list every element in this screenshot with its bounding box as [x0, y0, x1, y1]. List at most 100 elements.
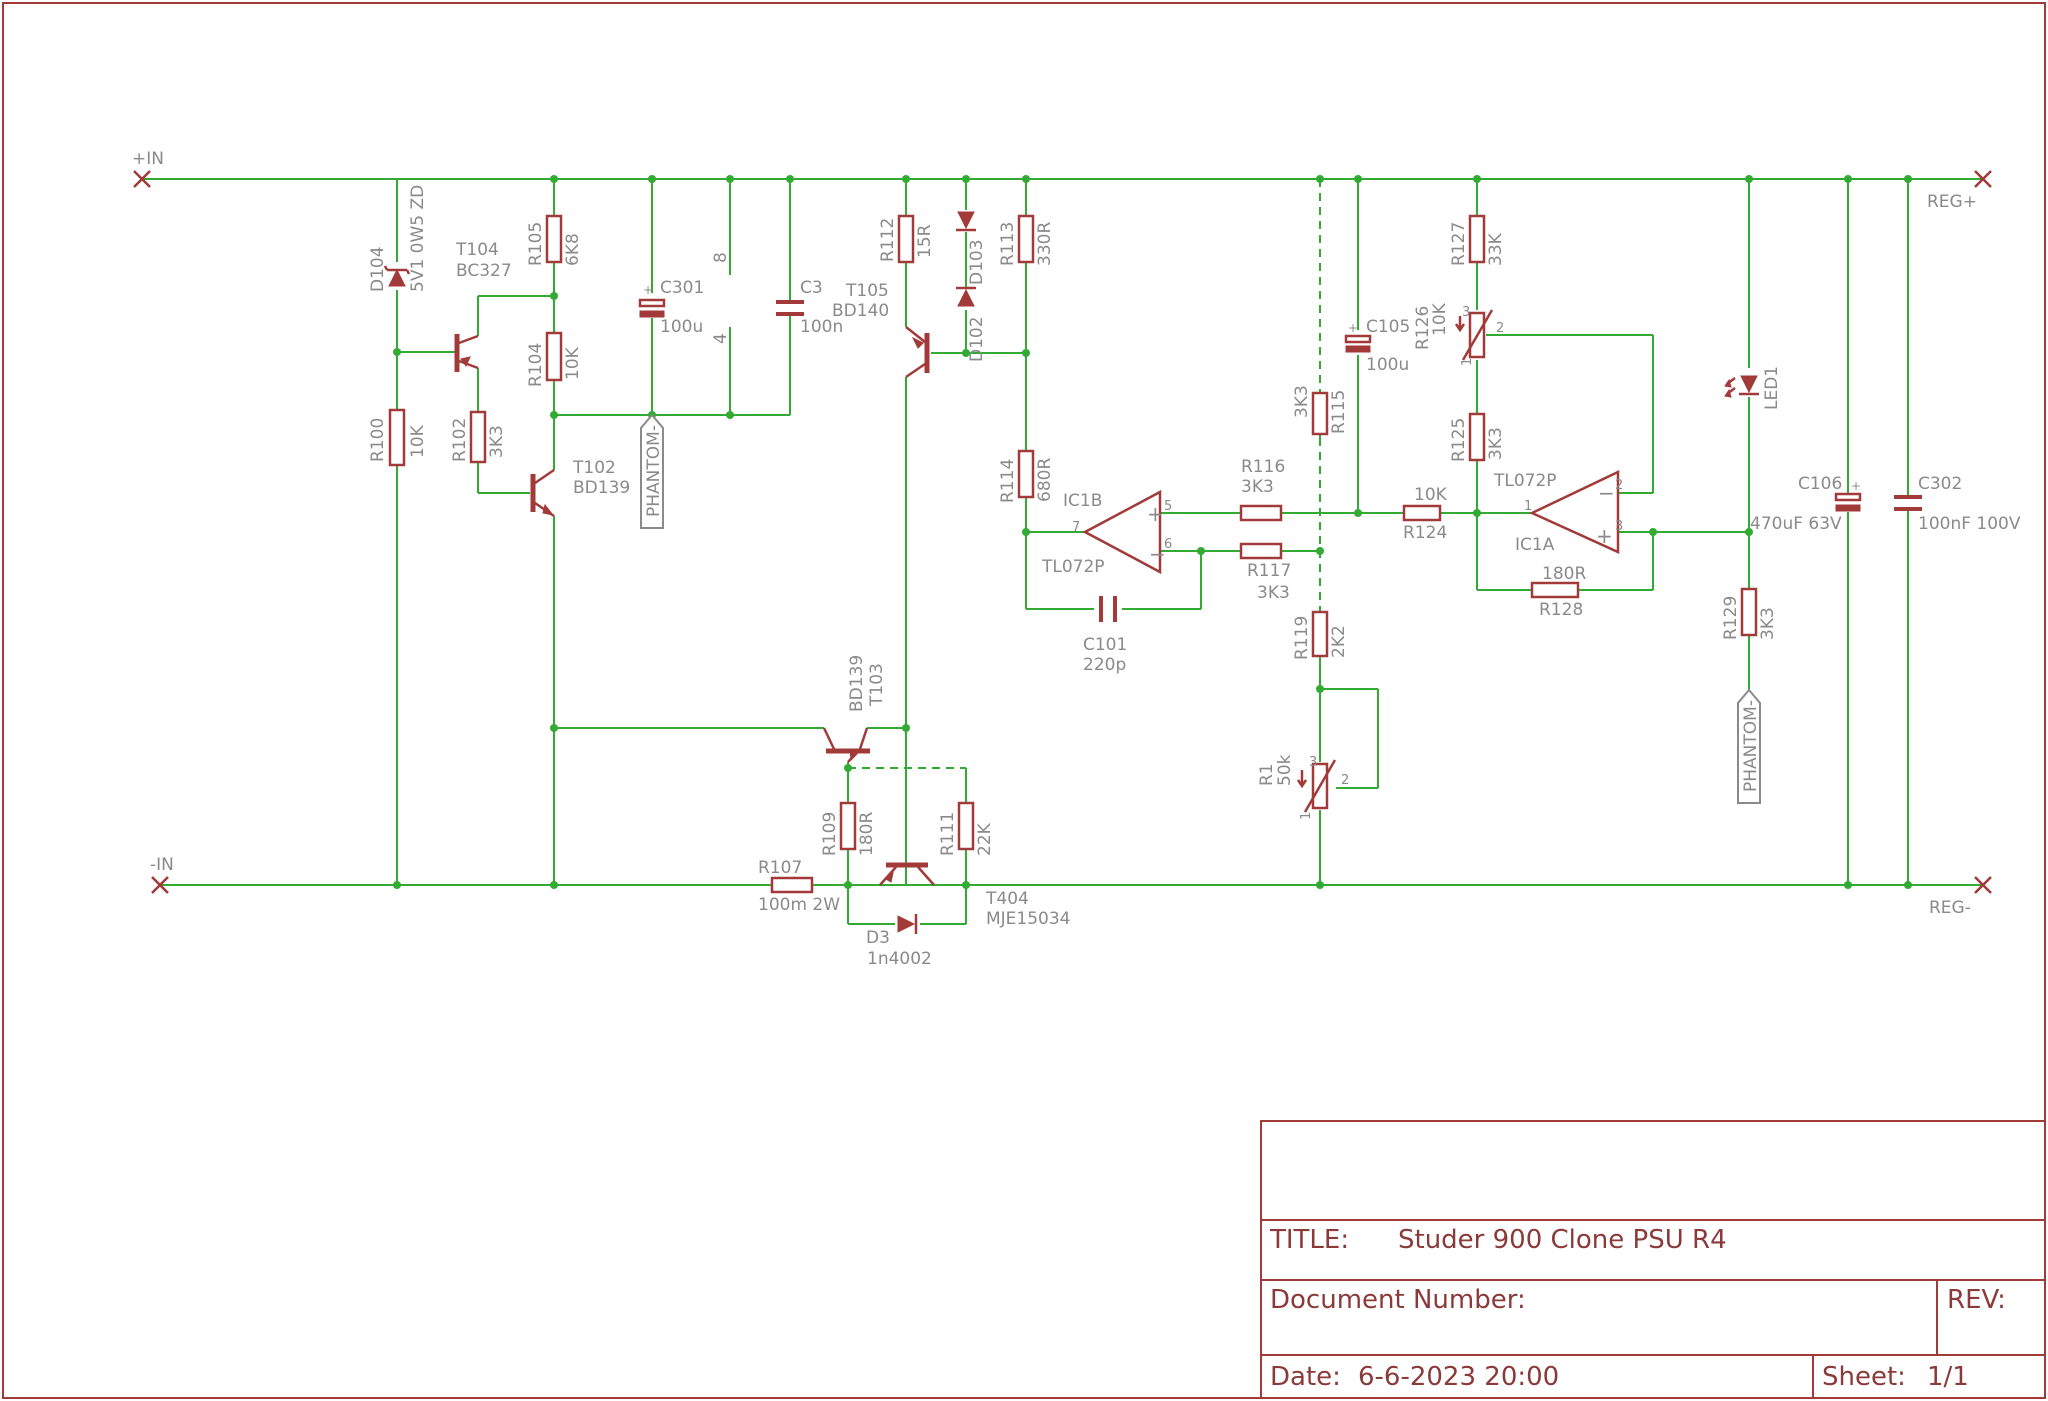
svg-text:TL072P: TL072P — [1041, 557, 1105, 577]
svg-text:15R: 15R — [915, 224, 935, 258]
svg-text:1: 1 — [1299, 812, 1314, 820]
zener-diode-d104: D104 5V1 0W5 ZD — [368, 185, 428, 292]
svg-text:1n4002: 1n4002 — [867, 949, 932, 969]
resistor-r105: R105 6K8 — [526, 214, 583, 266]
title-label: TITLE: — [1269, 1225, 1349, 1255]
svg-text:3K3: 3K3 — [1257, 583, 1290, 603]
svg-text:BC327: BC327 — [456, 261, 512, 281]
resistor-r113: R113 330R — [998, 214, 1055, 266]
svg-text:R127: R127 — [1449, 222, 1469, 266]
capacitor-c301: + C301 100u — [638, 278, 704, 337]
resistor-r107: R107 100m 2W — [758, 858, 840, 915]
resistor-r127: R127 33K — [1449, 214, 1506, 266]
svg-text:IC1A: IC1A — [1515, 535, 1555, 555]
svg-text:3K3: 3K3 — [1241, 477, 1274, 497]
svg-text:R116: R116 — [1241, 457, 1285, 477]
svg-text:BD140: BD140 — [832, 301, 889, 321]
title-value: Studer 900 Clone PSU R4 — [1398, 1225, 1727, 1255]
resistor-r104: R104 10K — [526, 331, 583, 387]
svg-text:2: 2 — [1341, 773, 1349, 788]
svg-text:2: 2 — [1615, 478, 1623, 493]
svg-text:BD139: BD139 — [847, 655, 867, 712]
phantom-flag-1: PHANTOM- — [640, 413, 664, 529]
capacitor-c101: C101 220p — [1083, 596, 1127, 675]
svg-text:100u: 100u — [1366, 355, 1409, 375]
svg-text:22K: 22K — [975, 822, 995, 856]
port-reg-plus-label: REG+ — [1927, 192, 1977, 212]
svg-text:+: + — [1147, 502, 1164, 526]
svg-text:T404: T404 — [985, 889, 1029, 909]
svg-text:3K3: 3K3 — [1486, 427, 1506, 460]
svg-text:3K3: 3K3 — [1758, 607, 1778, 640]
svg-text:100u: 100u — [660, 317, 703, 337]
svg-text:+: + — [1851, 479, 1861, 493]
svg-text:R111: R111 — [938, 812, 958, 856]
svg-text:10K: 10K — [1430, 302, 1450, 336]
svg-text:LED1: LED1 — [1762, 366, 1782, 410]
svg-text:R124: R124 — [1403, 523, 1447, 543]
port-in-plus: +IN — [132, 149, 164, 188]
svg-text:IC1B: IC1B — [1063, 491, 1102, 511]
svg-text:C106: C106 — [1798, 474, 1842, 494]
svg-text:50k: 50k — [1275, 754, 1295, 786]
svg-text:3K3: 3K3 — [487, 425, 507, 458]
svg-text:R112: R112 — [878, 218, 898, 262]
title-block: TITLE: Studer 900 Clone PSU R4 Document … — [1260, 1120, 2046, 1399]
resistor-r124: 10K R124 — [1402, 485, 1448, 543]
resistor-r116: R116 3K3 — [1239, 457, 1285, 522]
svg-text:+: + — [1596, 524, 1613, 548]
port-in-minus-label: -IN — [150, 855, 174, 875]
svg-text:1: 1 — [1460, 358, 1475, 366]
capacitor-c106: + C106 470uF 63V — [1750, 474, 1862, 534]
transistor-t103: BD139 T103 — [822, 655, 887, 763]
svg-text:180R: 180R — [1542, 564, 1586, 584]
svg-text:5: 5 — [1164, 499, 1172, 514]
transistor-t104: T104 BC327 — [454, 240, 512, 372]
svg-text:C301: C301 — [660, 278, 704, 298]
port-reg-minus: REG- — [1929, 876, 1992, 918]
capacitor-c105: + C105 100u — [1344, 317, 1410, 375]
svg-text:6: 6 — [1164, 537, 1172, 552]
svg-text:TL072P: TL072P — [1493, 471, 1557, 491]
ic-power-pins: 8 4 — [711, 252, 731, 344]
svg-text:10K: 10K — [1414, 485, 1448, 505]
date-value: 6-6-2023 20:00 — [1358, 1362, 1559, 1392]
port-reg-minus-label: REG- — [1929, 898, 1971, 918]
resistor-r129: R129 3K3 — [1721, 587, 1778, 640]
svg-text:10K: 10K — [563, 346, 583, 380]
svg-text:R109: R109 — [820, 812, 840, 856]
junctions — [393, 175, 1912, 889]
opamp-ic1a: − + TL072P IC1A 1 2 3 — [1493, 470, 1623, 555]
diode-d102: D102 — [956, 286, 987, 362]
phantom-flag-2-label: PHANTOM- — [1741, 700, 1761, 792]
resistor-r128: 180R R128 — [1530, 564, 1586, 620]
svg-text:R104: R104 — [526, 343, 546, 387]
svg-text:5V1 0W5 ZD: 5V1 0W5 ZD — [408, 185, 428, 292]
resistor-r125: R125 3K3 — [1449, 412, 1506, 462]
phantom-flag-1-label: PHANTOM- — [644, 425, 664, 517]
svg-text:180R: 180R — [857, 812, 877, 856]
svg-text:−: − — [1149, 542, 1166, 566]
resistor-r119: R119 2K2 — [1292, 610, 1349, 660]
svg-text:R115: R115 — [1329, 390, 1349, 434]
svg-text:C101: C101 — [1083, 635, 1127, 655]
transistor-t102: T102 BD139 — [530, 458, 630, 518]
svg-text:3: 3 — [1462, 305, 1470, 320]
svg-text:R114: R114 — [998, 459, 1018, 503]
svg-text:R126: R126 — [1413, 306, 1433, 350]
svg-text:2: 2 — [1496, 321, 1504, 336]
svg-text:3K3: 3K3 — [1292, 385, 1312, 418]
svg-text:3: 3 — [1615, 519, 1623, 534]
resistor-r102: R102 3K3 — [450, 410, 507, 464]
svg-text:BD139: BD139 — [573, 478, 630, 498]
date-label: Date: — [1270, 1362, 1341, 1392]
svg-text:R125: R125 — [1449, 418, 1469, 462]
sheet-label: Sheet: — [1822, 1362, 1906, 1392]
capacitor-c3: C3 100n — [776, 278, 843, 337]
svg-text:3: 3 — [1309, 755, 1317, 770]
svg-text:R113: R113 — [998, 222, 1018, 266]
led-led1: LED1 — [1724, 366, 1782, 410]
svg-text:C302: C302 — [1918, 474, 1962, 494]
